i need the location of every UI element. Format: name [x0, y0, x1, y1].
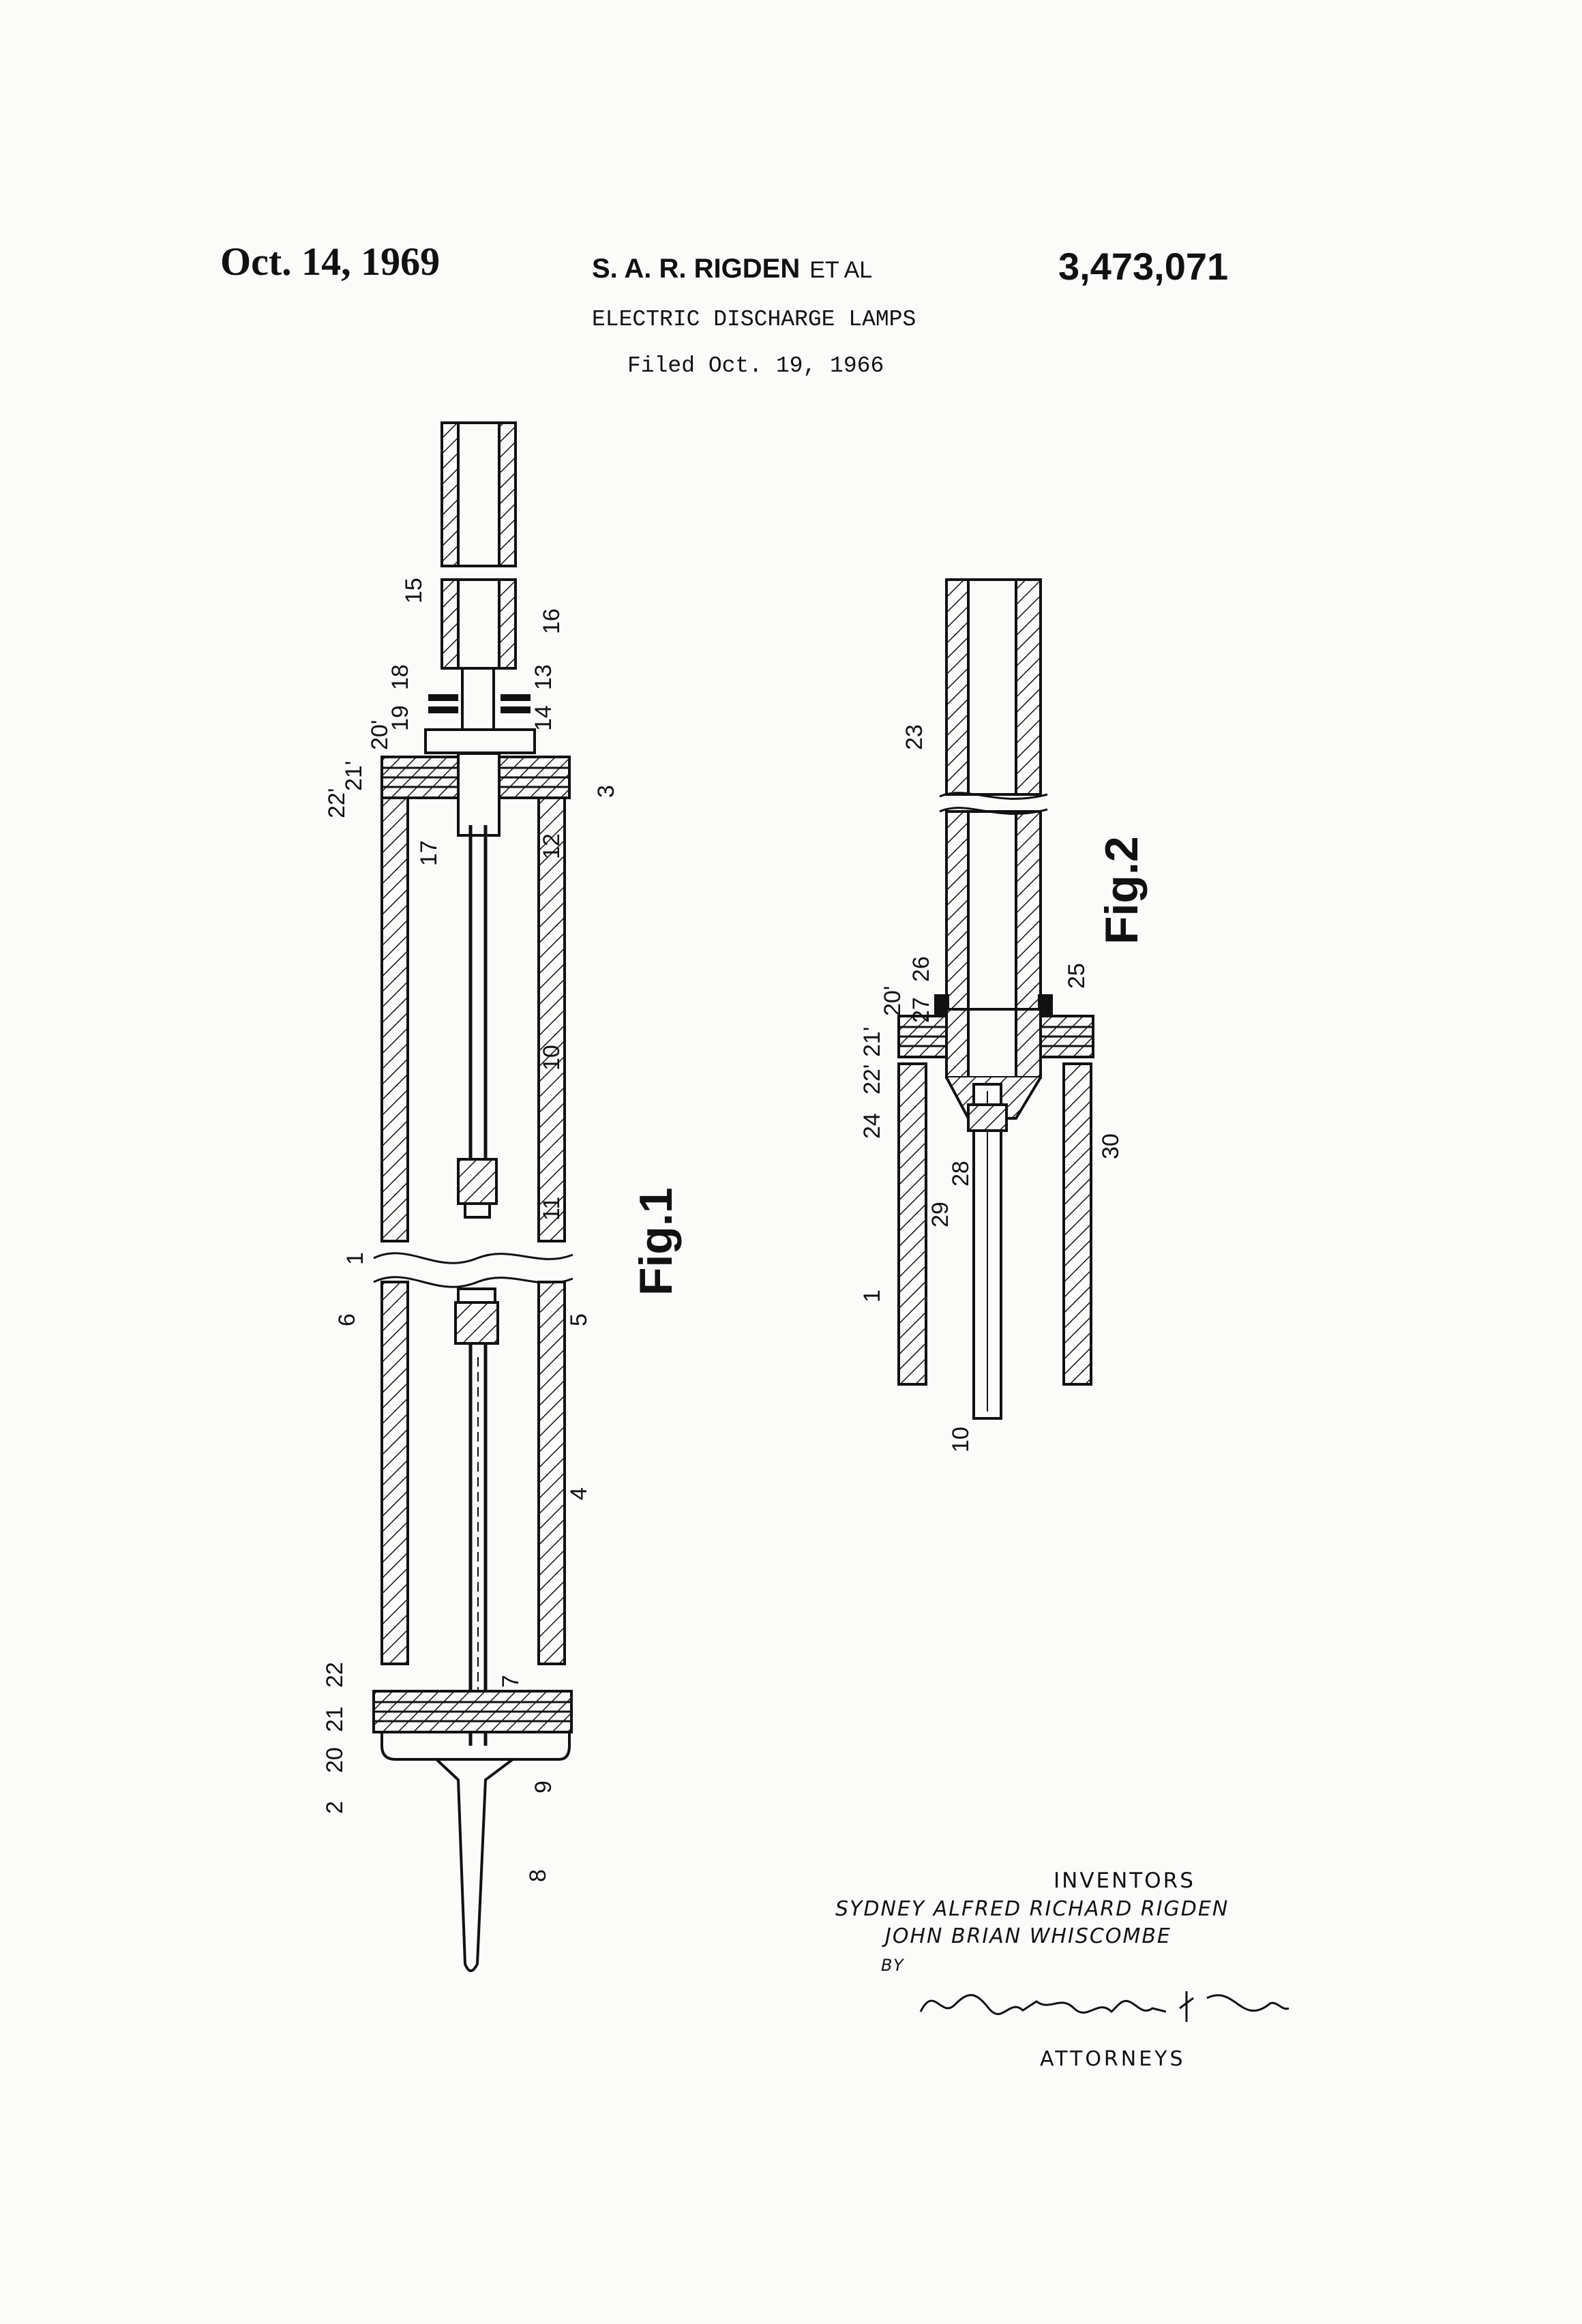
- attorneys-label: ATTORNEYS: [1040, 2047, 1186, 2071]
- fig1-label-10: 10: [539, 1045, 565, 1071]
- fig1-label-14: 14: [531, 705, 556, 731]
- fig1-label-9: 9: [531, 1781, 556, 1793]
- fig1-label-17: 17: [416, 840, 442, 866]
- attorney-signature: [914, 1971, 1296, 2032]
- fig1-label-22: 22: [322, 1662, 348, 1688]
- fig1-caption: Fig.1: [630, 1187, 682, 1296]
- fig2-label-26: 26: [908, 956, 934, 982]
- fig1-label-21: 21: [322, 1706, 348, 1732]
- fig1-label-8: 8: [525, 1869, 551, 1882]
- fig1-label-6: 6: [334, 1313, 360, 1326]
- fig1-label-18: 18: [387, 664, 413, 690]
- fig1-label-11: 11: [539, 1197, 565, 1221]
- fig2-label-22p: 22': [859, 1064, 885, 1094]
- fig1-label-15: 15: [401, 578, 427, 604]
- fig1-label-22p: 22': [324, 788, 350, 818]
- inventor-2-name: JOHN BRIAN WHISCOMBE: [885, 1924, 1171, 1948]
- fig2-label-10: 10: [948, 1427, 974, 1452]
- fig1-label-4: 4: [566, 1487, 592, 1500]
- fig2-label-29: 29: [927, 1202, 953, 1227]
- fig1-label-12: 12: [539, 833, 565, 859]
- inventors-heading: INVENTORS: [1054, 1868, 1195, 1893]
- fig2-label-1: 1: [859, 1290, 885, 1302]
- fig2-label-20p: 20': [880, 986, 906, 1016]
- fig1-label-16: 16: [539, 608, 565, 634]
- fig2-label-24: 24: [859, 1113, 885, 1139]
- fig1-label-20p: 20': [367, 720, 393, 750]
- fig1-label-3: 3: [593, 785, 619, 798]
- fig2-caption: Fig.2: [1096, 836, 1148, 944]
- inventor-1-name: SYDNEY ALFRED RICHARD RIGDEN: [835, 1897, 1229, 1921]
- fig1-label-13: 13: [531, 664, 556, 690]
- fig1-label-7: 7: [498, 1675, 524, 1688]
- fig2-label-30: 30: [1098, 1133, 1124, 1159]
- fig2-label-25: 25: [1064, 963, 1090, 989]
- by-label: BY: [881, 1956, 905, 1975]
- fig2-label-21p: 21': [859, 1027, 885, 1057]
- fig2-label-27: 27: [908, 997, 934, 1023]
- fig1-label-2: 2: [322, 1801, 348, 1814]
- fig2-label-23: 23: [901, 724, 927, 750]
- fig1-label-5: 5: [566, 1313, 592, 1326]
- fig1-label-1: 1: [342, 1252, 368, 1265]
- fig1-label-21p: 21': [341, 761, 367, 791]
- fig2-label-28: 28: [948, 1161, 974, 1187]
- fig1-label-20: 20: [322, 1747, 348, 1773]
